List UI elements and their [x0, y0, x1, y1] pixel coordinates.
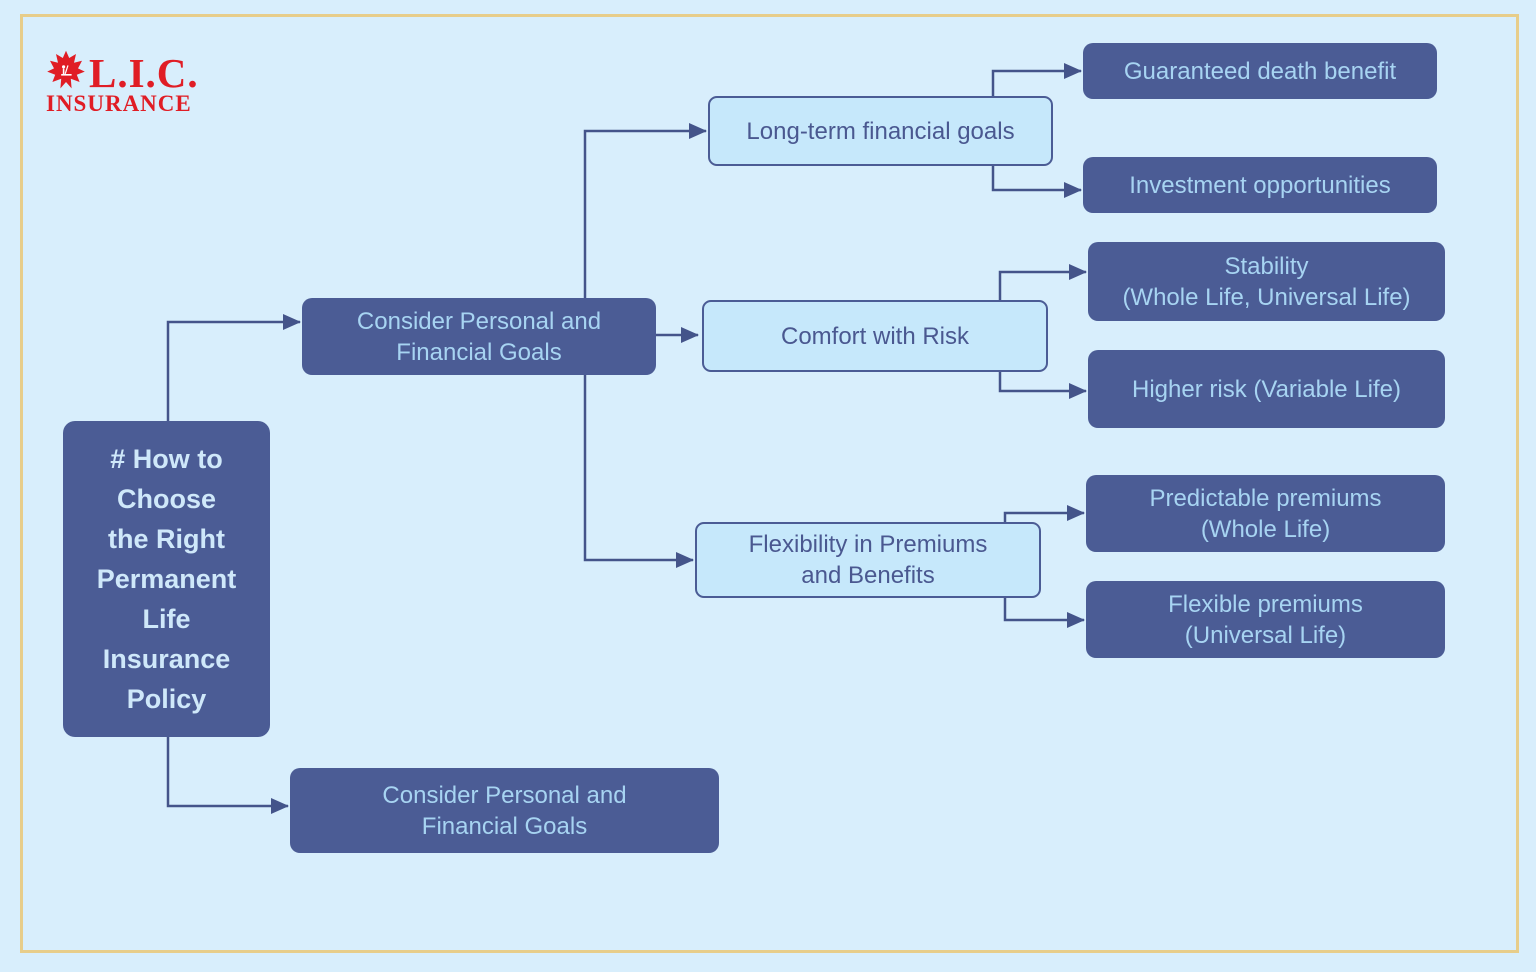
connector-root-to-consider-top — [166, 314, 301, 421]
connector-flexibility-to-predictable — [1003, 505, 1085, 522]
node-consider-goals-top: Consider Personal and Financial Goals — [302, 298, 656, 375]
connector-consider-to-flexibility — [583, 375, 694, 568]
connector-root-to-consider-bottom — [166, 737, 289, 814]
node-higher-risk-variable: Higher risk (Variable Life) — [1088, 350, 1445, 428]
node-flexible-premiums: Flexible premiums (Universal Life) — [1086, 581, 1445, 658]
node-predictable-premiums: Predictable premiums (Whole Life) — [1086, 475, 1445, 552]
node-comfort-with-risk: Comfort with Risk — [702, 300, 1048, 372]
connector-long-term-to-guaranteed — [991, 63, 1082, 96]
node-guaranteed-death-benefit: Guaranteed death benefit — [1083, 43, 1437, 99]
connector-long-term-to-investment — [991, 166, 1082, 198]
logo-subtitle-text: INSURANCE — [46, 91, 192, 116]
connector-comfort-to-stability — [998, 264, 1087, 300]
node-root-title: # How to Choose the Right Permanent Life… — [63, 421, 270, 737]
node-consider-goals-bottom: Consider Personal and Financial Goals — [290, 768, 719, 853]
connector-consider-to-long-term — [583, 123, 707, 298]
logo-brand-text: L.I.C. — [89, 50, 199, 96]
node-stability-whole-universal: Stability (Whole Life, Universal Life) — [1088, 242, 1445, 321]
node-investment-opportunities: Investment opportunities — [1083, 157, 1437, 213]
maple-leaf-icon — [47, 50, 85, 89]
node-flexibility-premiums-benefits: Flexibility in Premiums and Benefits — [695, 522, 1041, 598]
lic-logo: L.I.C. INSURANCE — [46, 50, 199, 116]
connector-comfort-to-higher-risk — [998, 372, 1087, 399]
connector-flexibility-to-flexible — [1003, 598, 1085, 628]
node-long-term-financial-goals: Long-term financial goals — [708, 96, 1053, 166]
